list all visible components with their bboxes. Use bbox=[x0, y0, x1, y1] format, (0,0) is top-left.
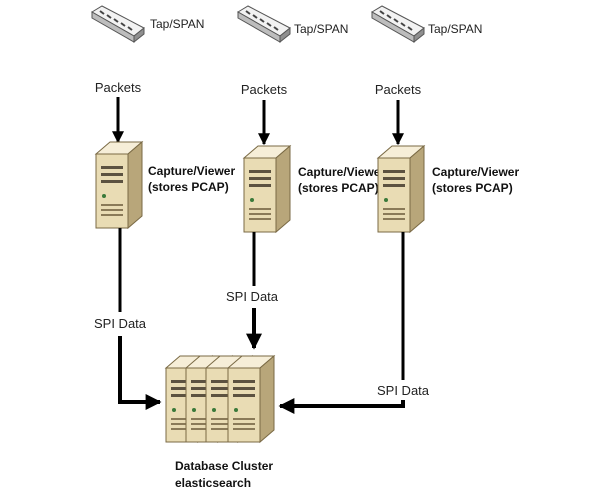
spi-3-arrow-to-cluster bbox=[278, 398, 405, 414]
capture-viewer-1-subtitle: (stores PCAP) bbox=[148, 180, 229, 194]
spi-data-left-label: SPI Data bbox=[94, 316, 147, 331]
capture-viewer-1-title: Capture/Viewer bbox=[148, 164, 235, 178]
tap-span-3-network-switch-icon bbox=[371, 5, 425, 43]
capture-viewer-2-title: Capture/Viewer bbox=[298, 165, 385, 179]
spi-data-center-label: SPI Data bbox=[226, 289, 279, 304]
capture-viewer-3-subtitle: (stores PCAP) bbox=[432, 181, 513, 195]
database-cluster-subtitle: elasticsearch bbox=[175, 476, 251, 490]
capture-viewer-1-tower-server-icon bbox=[95, 141, 143, 229]
tap-span-2-network-switch-icon bbox=[237, 5, 291, 43]
capture-viewer-2-subtitle: (stores PCAP) bbox=[298, 181, 379, 195]
capture-viewer-3-tower-server-icon bbox=[377, 145, 425, 233]
packets-2-label: Packets bbox=[241, 82, 288, 97]
spi-data-right-label: SPI Data bbox=[377, 383, 430, 398]
packets-1-label: Packets bbox=[95, 80, 142, 95]
packets-3-label: Packets bbox=[375, 82, 422, 97]
tap-span-3-label: Tap/SPAN bbox=[428, 22, 482, 36]
tap-span-1-network-switch-icon bbox=[91, 5, 145, 43]
tap-span-1-label: Tap/SPAN bbox=[150, 17, 204, 31]
capture-viewer-3-title: Capture/Viewer bbox=[432, 165, 519, 179]
tap-span-2-label: Tap/SPAN bbox=[294, 22, 348, 36]
database-cluster-server-cluster-icon bbox=[165, 355, 275, 443]
spi-1-arrow-to-cluster bbox=[118, 336, 162, 410]
database-cluster-title: Database Cluster bbox=[175, 459, 273, 473]
capture-viewer-2-tower-server-icon bbox=[243, 145, 291, 233]
